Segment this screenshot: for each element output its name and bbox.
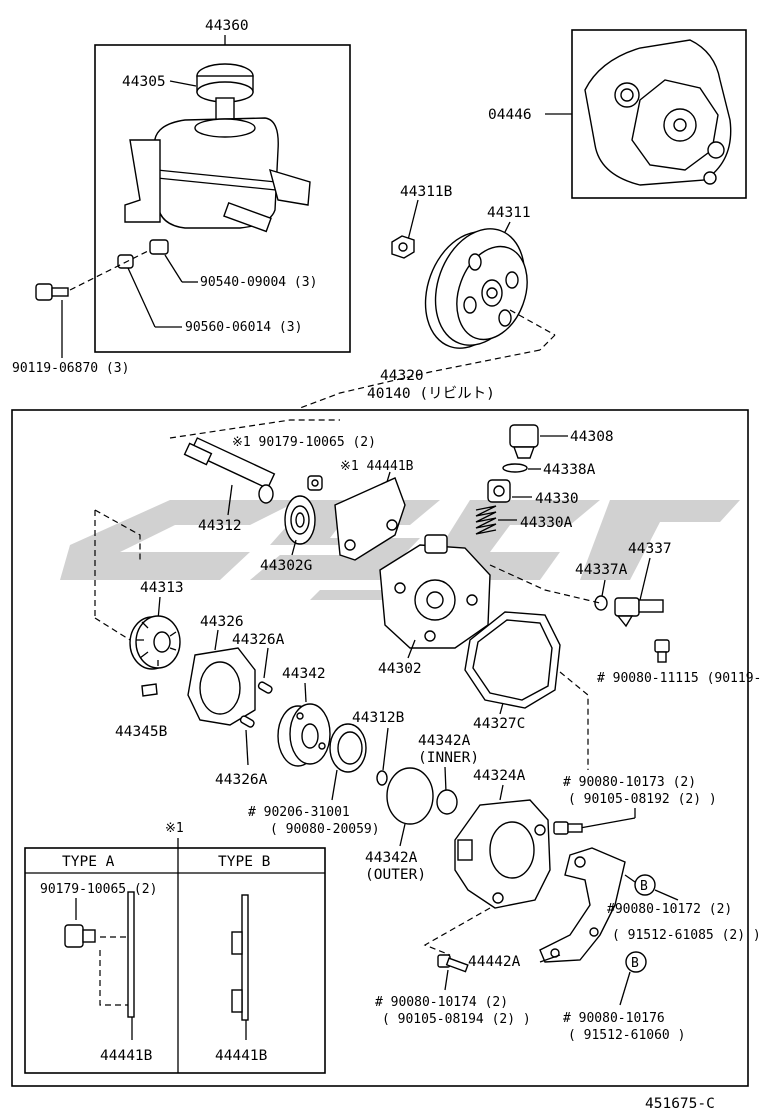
plate-marker-label: ※1 44441B: [340, 459, 414, 474]
type-b-plate-icon: [231, 894, 249, 1021]
callout-b-upper-icon: B: [634, 874, 656, 896]
type-a-header: TYPE A: [62, 854, 115, 870]
oring-valve-label: 44338A: [543, 462, 596, 478]
vane-label: 44345B: [115, 724, 168, 740]
side-plate-label: 44342: [282, 666, 326, 682]
shaft-icon: [183, 437, 276, 504]
rotor-icon: [129, 615, 181, 670]
switch-oring-icon: [594, 595, 608, 611]
screw-plate-label: # 90206-31001 ( 90080-20059): [248, 805, 380, 837]
bearing-label: 44302G: [260, 558, 312, 574]
oring-outer-label: 44342A (OUTER): [365, 850, 426, 883]
pin-icon: [239, 681, 273, 728]
type-a-bolt-label: 90179-10065 (2): [40, 882, 157, 897]
bracket-label: 44442A: [468, 954, 521, 970]
bearing-icon: [284, 495, 316, 545]
pump-assy-label: 44320: [380, 368, 424, 384]
callout-b-lower-icon: B: [625, 951, 647, 973]
rear-housing-label: 44324A: [473, 768, 526, 784]
oring-inner-icon: [436, 789, 458, 815]
pressure-switch-icon: [614, 597, 664, 628]
type-b-plate-label: 44441B: [215, 1048, 268, 1064]
pump-group-box: [11, 409, 749, 1087]
diagram-id-label: 451675-C: [645, 1096, 715, 1112]
oring-outer-icon: [386, 767, 434, 825]
grommet-a-label: 90540-09004 (3): [200, 275, 317, 290]
rear-bolt-icon: [553, 821, 583, 835]
plate-icon: [334, 477, 406, 561]
reservoir-assy-label: 44360: [205, 18, 249, 34]
pulley-nut-label: 44311B: [400, 184, 453, 200]
bracket-bolt-label: #90080-10172 (2) ( 91512-61085 (2) ): [607, 902, 760, 943]
repair-kit-label: 04446: [488, 107, 532, 123]
gasket-icon: [464, 611, 561, 709]
snap-ring-icon: [376, 770, 388, 786]
type-a-plate-icon: [127, 891, 135, 1018]
snap-ring-label: 44312B: [352, 710, 405, 726]
reservoir-group-box: [94, 44, 351, 353]
bracket-icon: [539, 847, 626, 963]
oring-inner-label: 44342A (INNER): [418, 733, 479, 766]
rear-bolt-label: # 90080-10173 (2) ( 90105-08192 (2) ): [563, 775, 717, 807]
vane-icon: [141, 683, 158, 697]
type-marker-label: ※1 90179-10065 (2): [232, 435, 376, 450]
pulley-nut-icon: [391, 235, 415, 259]
grommet-b-label: 90560-06014 (3): [185, 320, 302, 335]
pulley-label: 44311: [487, 205, 531, 221]
spring-icon: [475, 505, 497, 535]
type-note-label: ※1: [165, 821, 184, 836]
reservoir-tank-icon: [124, 63, 311, 233]
pin-b-label: 44326A: [215, 772, 268, 788]
side-plate-icon: [277, 703, 331, 767]
switch-bolt-label: # 90080-11115 (90119-08035 ): [597, 671, 760, 686]
pump-rebuilt-label: 40140 (リビルト): [367, 385, 495, 402]
oring-valve-icon: [502, 463, 528, 473]
spring-label: 44330A: [520, 515, 573, 531]
valve-plug-label: 44308: [570, 429, 614, 445]
valve-plug-icon: [509, 424, 539, 459]
reservoir-bolt-label: 90119-06870 (3): [12, 361, 129, 376]
type-a-bolt-icon: [64, 924, 96, 948]
lower-b-bolt-label: # 90080-10176 ( 91512-61060 ): [563, 1011, 685, 1043]
type-a-plate-label: 44441B: [100, 1048, 153, 1064]
rear-housing-icon: [454, 799, 551, 909]
snap-plate-icon: [329, 723, 367, 773]
housing-label: 44302: [378, 661, 422, 677]
pin-a-label: 44326A: [232, 632, 285, 648]
cam-ring-label: 44326: [200, 614, 244, 630]
reservoir-cap-label: 44305: [122, 74, 166, 90]
type-b-header: TYPE B: [218, 854, 271, 870]
reservoir-bolt-icon: [35, 283, 69, 301]
lower-bolt-icon: [437, 954, 469, 973]
shaft-label: 44312: [198, 518, 242, 534]
flow-valve-label: 44330: [535, 491, 579, 507]
switch-bolt-icon: [654, 639, 670, 663]
pressure-switch-label: 44337: [628, 541, 672, 557]
bolt-small-icon: [307, 475, 323, 491]
grommet-icon: [117, 239, 169, 269]
switch-oring-label: 44337A: [575, 562, 628, 578]
svg-text:B: B: [640, 879, 648, 894]
pulley-icon: [424, 228, 528, 349]
type-table: [24, 847, 326, 1074]
lower-bolt-label: # 90080-10174 (2) ( 90105-08194 (2) ): [375, 995, 531, 1027]
flow-valve-icon: [487, 479, 511, 503]
rotor-label: 44313: [140, 580, 184, 596]
svg-text:B: B: [631, 956, 639, 971]
gasket-kit-icon: [584, 39, 732, 186]
gasket-label: 44327C: [473, 716, 525, 732]
cam-ring-icon: [187, 647, 256, 726]
